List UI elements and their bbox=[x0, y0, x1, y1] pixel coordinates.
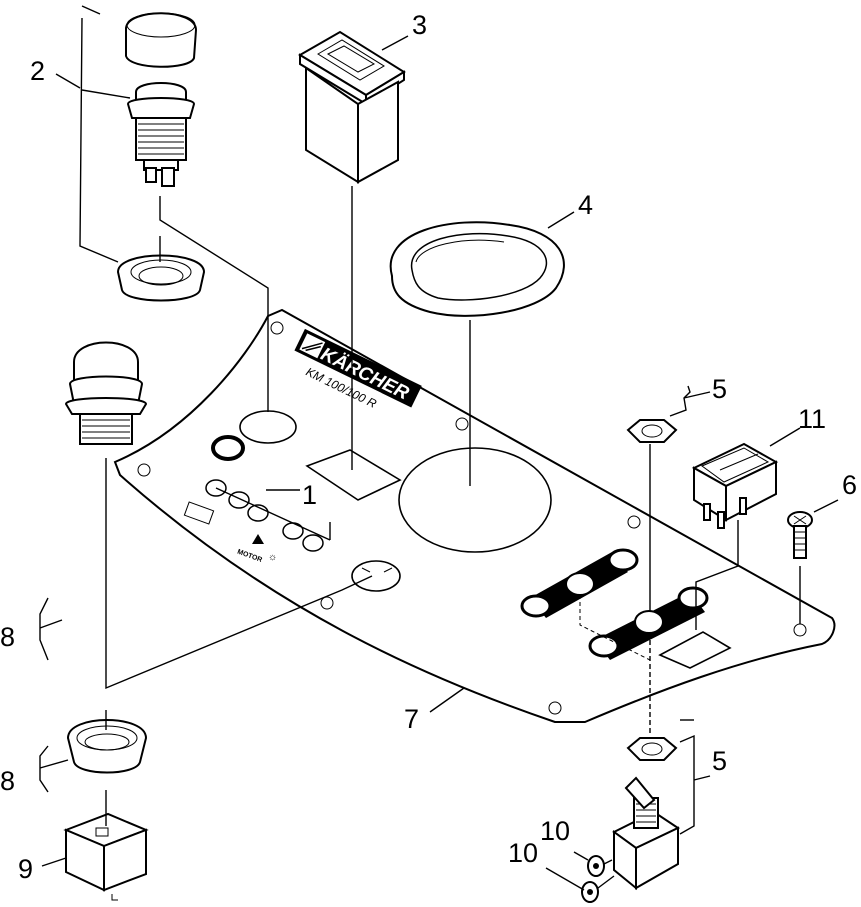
callout-11: 11 bbox=[798, 404, 826, 434]
pushbutton-assembly bbox=[116, 12, 206, 302]
callout-9: 9 bbox=[18, 854, 33, 884]
hex-nut-top bbox=[626, 419, 678, 443]
svg-text:☼: ☼ bbox=[268, 552, 277, 563]
callout-5-bottom: 5 bbox=[712, 746, 727, 776]
callout-4: 4 bbox=[578, 190, 593, 220]
knob-nut bbox=[66, 719, 148, 774]
callout-6: 6 bbox=[842, 470, 857, 500]
rocker-switch bbox=[691, 442, 779, 529]
switch-graphics bbox=[520, 548, 709, 661]
callout-5-top: 5 bbox=[712, 374, 727, 404]
screw bbox=[787, 511, 813, 559]
gasket-ring bbox=[389, 221, 565, 317]
callout-3: 3 bbox=[412, 10, 427, 40]
washers bbox=[581, 855, 605, 903]
indicator-lamps bbox=[205, 479, 324, 552]
toggle-switch bbox=[612, 776, 681, 891]
callout-10-b: 10 bbox=[508, 838, 538, 868]
callout-8-top: 8 bbox=[0, 622, 15, 652]
callout-8-bottom: 8 bbox=[0, 766, 15, 796]
hour-meter bbox=[298, 30, 406, 184]
callout-2: 2 bbox=[30, 56, 45, 86]
rotary-knob bbox=[64, 341, 148, 445]
callout-7: 7 bbox=[404, 704, 419, 734]
relay-block bbox=[63, 812, 149, 901]
callout-10-a: 10 bbox=[540, 816, 570, 846]
callout-1: 1 bbox=[302, 480, 317, 510]
hex-nut-bottom bbox=[626, 737, 678, 761]
